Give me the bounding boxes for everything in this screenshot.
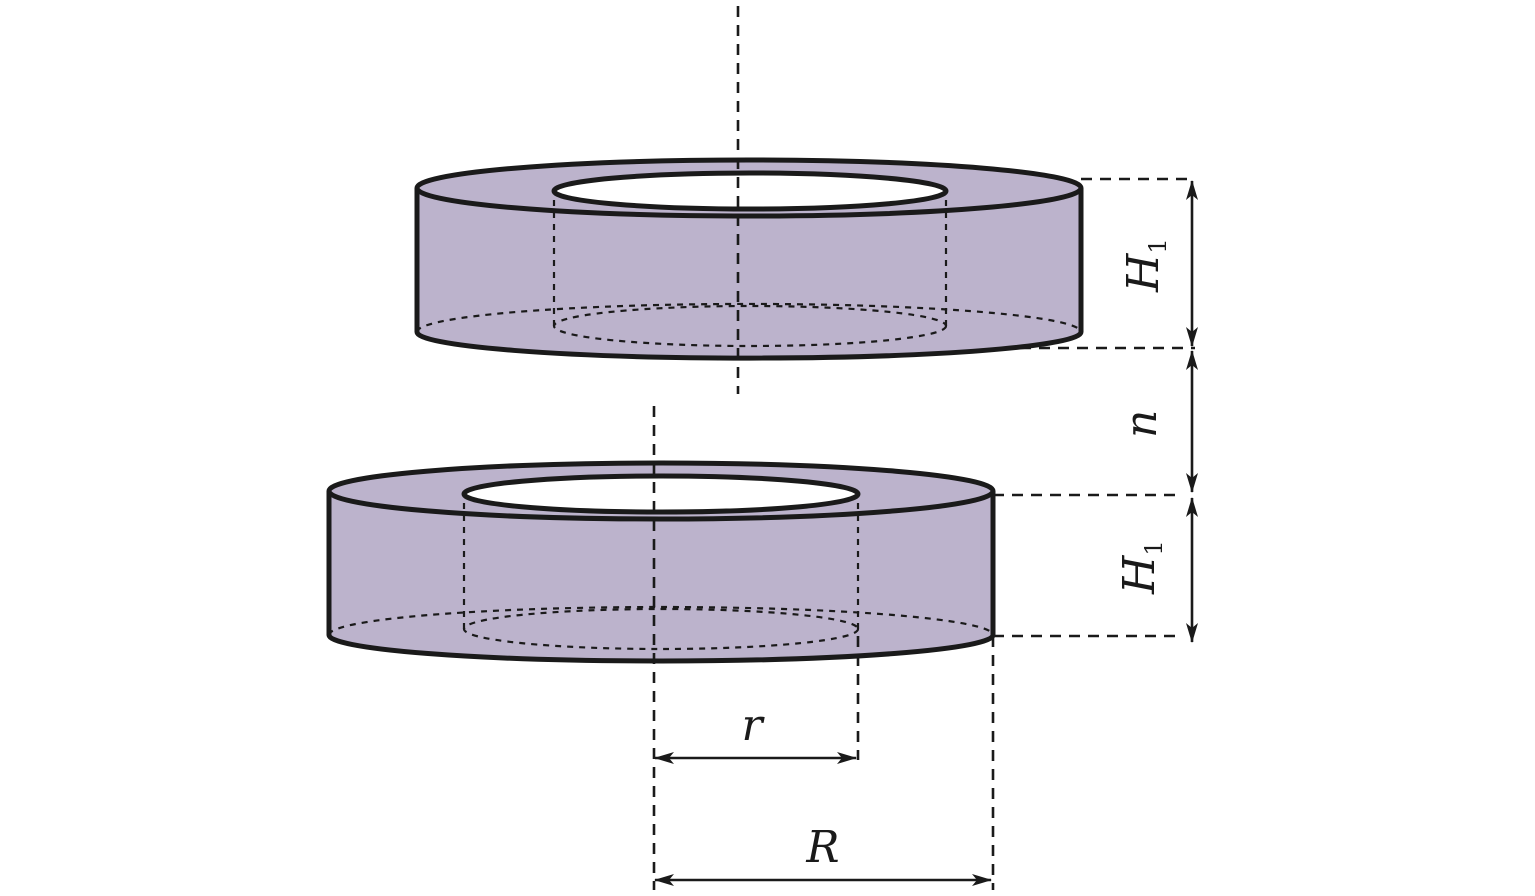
top-ring-bottom-front-edge [414,331,1084,361]
top-ring [414,157,1084,361]
label-inner-radius: r [741,700,765,751]
label-outer-radius: R [805,822,839,873]
bottom-ring-top-inner-edge [461,473,861,515]
bottom-ring-hole [464,476,858,512]
bottom-ring [326,460,996,664]
label-height-top: H1 [1118,238,1172,293]
top-ring-top-inner-edge [551,170,949,212]
label-height-bottom: H1 [1114,540,1168,595]
bottom-ring-hidden-bottom-outer [327,605,995,636]
top-ring-hidden-bottom-outer [415,302,1083,333]
top-ring-hole [554,173,946,209]
label-gap: n [1116,410,1167,438]
bottom-ring-bottom-front-edge [326,634,996,664]
